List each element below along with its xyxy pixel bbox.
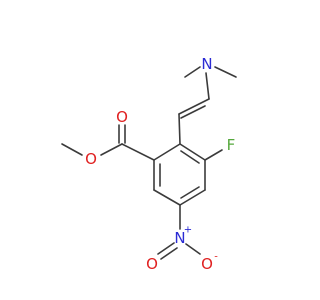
bond-ring-carbonyl [121, 143, 155, 161]
bond-nitro-single [185, 243, 201, 255]
atom-layer: N O O F N + O O - [85, 55, 235, 273]
bond-nitro-double-b [160, 247, 178, 260]
atom-o-nitro-right: O [201, 255, 213, 273]
atom-o-carbonyl: O [116, 108, 128, 126]
bond-ring-c2-c3-inner [180, 150, 200, 164]
bond-nitro-double-a [157, 242, 175, 255]
bond-n-vinyl [205, 72, 210, 100]
bond-ring-c4-c5 [179, 189, 206, 206]
bond-n-methyl-right [214, 66, 237, 78]
bond-n-methyl-left [184, 66, 201, 78]
atom-o-ester: O [85, 150, 97, 168]
bond-ring-fluorine [204, 149, 223, 161]
atom-fluorine: F [227, 136, 236, 154]
bond-vinyl-double-outer [178, 98, 210, 115]
bond-carbonyl-oester [100, 143, 123, 156]
bond-oester-methyl [61, 143, 83, 156]
bond-vinyl-double-inner [180, 105, 206, 119]
atom-o-nitro-left: O [146, 255, 158, 273]
atom-n-nitro: N [174, 229, 185, 247]
charge-n-nitro-plus: + [184, 225, 192, 236]
structure-canvas: N O O F N + O O - [61, 55, 237, 273]
bond-ring-c2-c3 [179, 143, 206, 161]
bond-ring-c5-c6 [153, 189, 181, 206]
bond-layer [61, 66, 237, 260]
charge-o-nitro-minus: - [214, 252, 218, 263]
bond-ring-c4-c5-inner [180, 186, 200, 199]
molecule-drawing: N O O F N + O O - [61, 55, 237, 273]
bond-vinyl-ring [178, 113, 181, 145]
bond-ring-c1-c2 [153, 143, 181, 161]
atom-n-amine: N [201, 55, 212, 73]
